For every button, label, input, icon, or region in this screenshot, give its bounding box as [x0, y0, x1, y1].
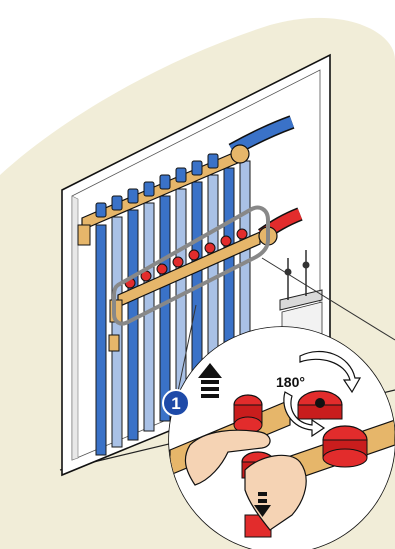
rotation-label: 180° [276, 374, 305, 390]
valve-cap [234, 395, 262, 433]
valve-cap [298, 391, 342, 419]
step-badge: 1 [163, 390, 189, 416]
valve-cap [323, 426, 367, 467]
step-number: 1 [171, 394, 180, 413]
